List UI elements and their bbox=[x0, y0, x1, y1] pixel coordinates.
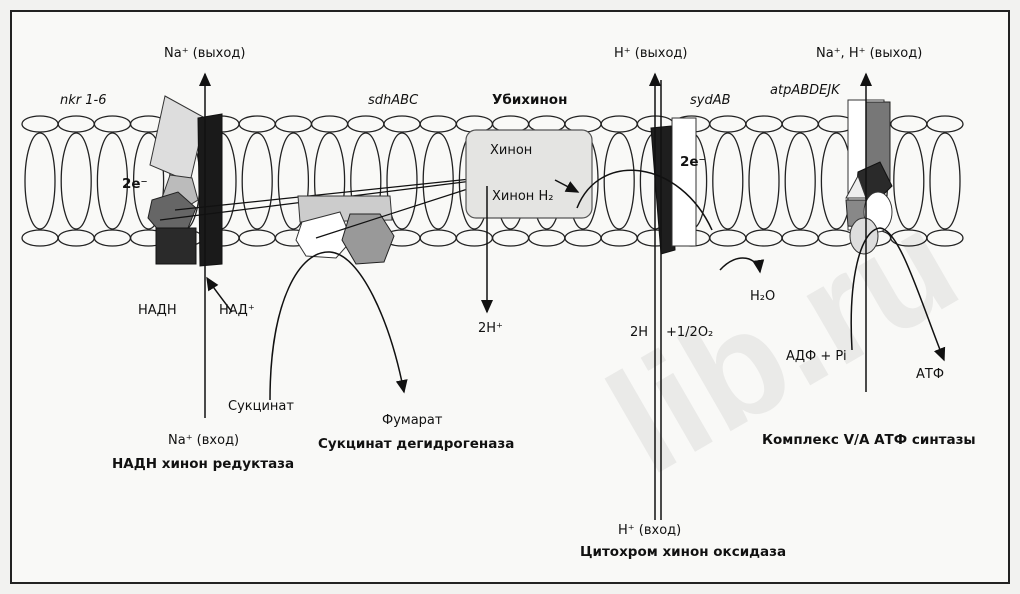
title-succinate-dh: Сукцинат дегидрогеназа bbox=[318, 436, 514, 452]
lipid-head-top bbox=[891, 116, 927, 132]
label-electrons-left: 2e⁻ bbox=[122, 176, 148, 192]
lipid-tail bbox=[930, 133, 960, 229]
label-h-out: H⁺ (выход) bbox=[614, 46, 687, 61]
label-nadh: НАДН bbox=[138, 303, 177, 318]
label-adp-pi: АДФ + Pi bbox=[786, 349, 847, 364]
label-electrons-right: 2e⁻ bbox=[680, 154, 706, 170]
lipid-head-bottom bbox=[565, 230, 601, 246]
lipid-head-top bbox=[312, 116, 348, 132]
label-2h-cyt: 2H bbox=[630, 325, 648, 340]
label-h-in: H⁺ (вход) bbox=[618, 523, 681, 538]
lipid-head-top bbox=[420, 116, 456, 132]
lipid-tail bbox=[894, 133, 924, 229]
lipid-head-top bbox=[782, 116, 818, 132]
lipid-tail bbox=[25, 133, 55, 229]
title-atp-synthase: Комплекс V/A АТФ синтазы bbox=[762, 432, 976, 448]
label-na-in: Na⁺ (вход) bbox=[168, 433, 239, 448]
gene-syd: sydAB bbox=[690, 93, 731, 108]
lipid-head-bottom bbox=[710, 230, 746, 246]
label-nad: НАД⁺ bbox=[219, 303, 255, 318]
lipid-head-bottom bbox=[601, 230, 637, 246]
lipid-head-bottom bbox=[818, 230, 854, 246]
lipid-head-bottom bbox=[493, 230, 529, 246]
label-half-o2: +1/2O₂ bbox=[666, 325, 713, 340]
lipid-tail bbox=[61, 133, 91, 229]
label-atp: АТФ bbox=[916, 367, 944, 382]
lipid-head-top bbox=[710, 116, 746, 132]
lipid-head-top bbox=[601, 116, 637, 132]
lipid-head-top bbox=[22, 116, 58, 132]
lipid-head-top bbox=[239, 116, 275, 132]
atp-synthase-complex bbox=[846, 100, 892, 254]
label-fumarate: Фумарат bbox=[382, 413, 443, 428]
lipid-head-top bbox=[275, 116, 311, 132]
lipid-head-bottom bbox=[58, 230, 94, 246]
title-nadh-reductase: НАДН хинон редуктаза bbox=[112, 456, 294, 472]
lipid-head-bottom bbox=[94, 230, 130, 246]
lipid-head-bottom bbox=[22, 230, 58, 246]
lipid-tail bbox=[242, 133, 272, 229]
lipid-head-bottom bbox=[529, 230, 565, 246]
gene-nkr: nkr 1-6 bbox=[60, 93, 106, 108]
title-cyt-oxidase: Цитохром хинон оксидаза bbox=[580, 544, 786, 560]
lipid-tail bbox=[713, 133, 743, 229]
lipid-head-bottom bbox=[746, 230, 782, 246]
lipid-head-top bbox=[348, 116, 384, 132]
lipid-tail bbox=[785, 133, 815, 229]
label-na-out: Na⁺ (выход) bbox=[164, 46, 245, 61]
lipid-head-top bbox=[746, 116, 782, 132]
label-ubiquinone: Убихинон bbox=[492, 92, 567, 108]
label-2h: 2H⁺ bbox=[478, 321, 503, 336]
lipid-head-top bbox=[94, 116, 130, 132]
lipid-head-top bbox=[384, 116, 420, 132]
lipid-head-bottom bbox=[782, 230, 818, 246]
gene-sdh: sdhABC bbox=[368, 93, 419, 108]
label-quinone-h2: Хинон H₂ bbox=[492, 189, 553, 204]
lipid-head-bottom bbox=[927, 230, 963, 246]
lipid-head-top bbox=[927, 116, 963, 132]
lipid-tail bbox=[749, 133, 779, 229]
lipid-head-bottom bbox=[420, 230, 456, 246]
gene-atp: atpABDEJK bbox=[770, 83, 841, 98]
lipid-head-bottom bbox=[239, 230, 275, 246]
label-water: H₂O bbox=[750, 289, 775, 304]
lipid-tail bbox=[604, 133, 634, 229]
lipid-head-top bbox=[58, 116, 94, 132]
label-succinate: Сукцинат bbox=[228, 399, 294, 414]
cytochrome-oxidase-complex bbox=[651, 118, 696, 254]
label-quinone: Хинон bbox=[490, 143, 532, 158]
label-na-h-out: Na⁺, H⁺ (выход) bbox=[816, 46, 922, 61]
